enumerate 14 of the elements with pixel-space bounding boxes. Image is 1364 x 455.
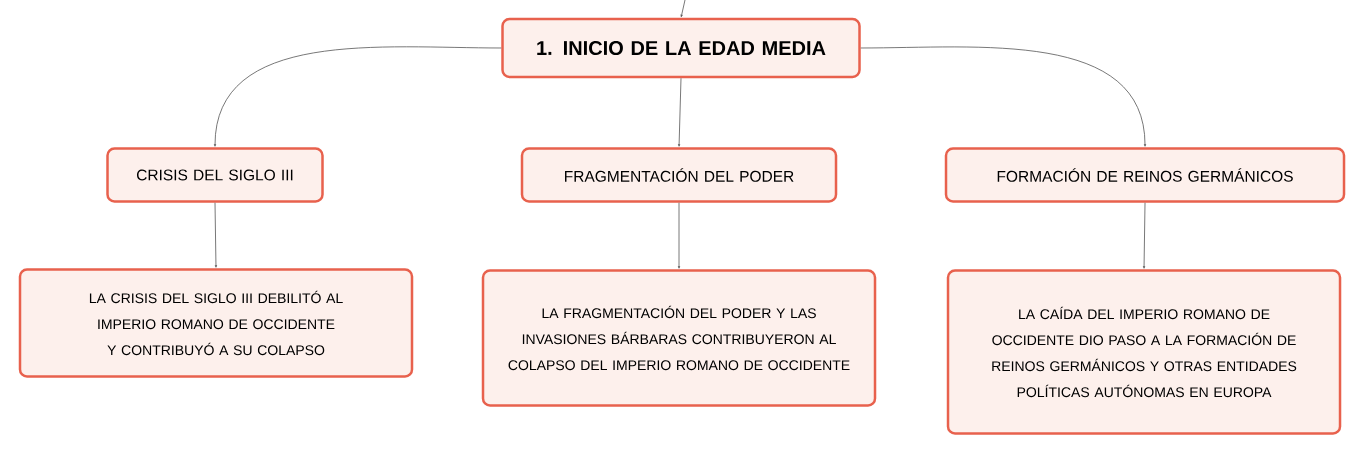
subtopic-box: CRISIS DEL SIGLO III: [106, 147, 324, 203]
topic-box: 1. INICIO DE LA EDAD MEDIA: [501, 17, 861, 79]
description-box: LA CRISIS DEL SIGLO III DEBILITÓ AL IMPERIO ROMANO DE OCCIDENTE Y CONTRIBUYÓ A SU COLAPSO: [18, 268, 414, 378]
subtopic-box: FRAGMENTACIÓN DEL PODER: [520, 147, 838, 203]
arrow: [1143, 202, 1146, 269]
arrow: [677, 202, 681, 269]
arrow: [214, 202, 218, 268]
arrow: [860, 46, 1147, 147]
subtopic-box: FORMACIÓN DE REINOS GERMÁNICOS: [944, 147, 1346, 203]
arrow: [213, 46, 502, 147]
arrow: [678, 77, 682, 147]
description-box: LA FRAGMENTACIÓN DEL PODER Y LAS INVASIONES BÁRBARAS CONTRIBUYERON AL COLAPSO DEL IMPERIO ROMANO DE OCCIDENTE: [481, 269, 877, 407]
arrow: [680, 0, 686, 18]
description-box: LA CAÍDA DEL IMPERIO ROMANO DE OCCIDENTE DIO PASO A LA FORMACIÓN DE REINOS GERMÁNICOS Y OTRAS ENTIDADES POLÍTICAS AUTÓNOMAS EN EUROPA: [946, 269, 1342, 435]
